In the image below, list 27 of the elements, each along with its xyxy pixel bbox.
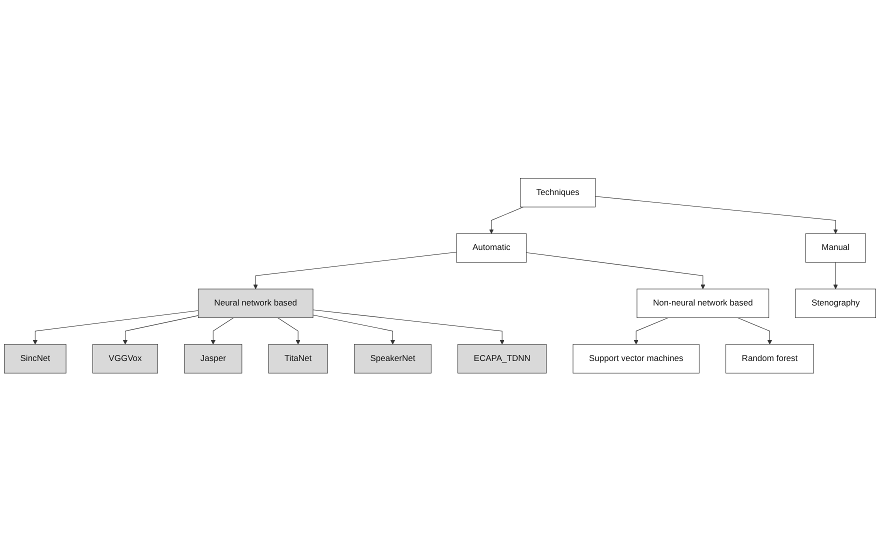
node-box: Manual <box>805 233 866 262</box>
node-box: ECAPA_TDNN <box>458 344 547 374</box>
node-box: Random forest <box>726 344 814 374</box>
node-box: Support vector machines <box>572 344 700 374</box>
arrow <box>595 196 838 234</box>
node-box: Stenography <box>795 288 876 318</box>
arrow <box>122 315 198 344</box>
arrow <box>312 309 504 344</box>
node-box: Neural network based <box>198 288 314 318</box>
node-box: SpeakerNet <box>354 344 432 374</box>
arrow <box>253 252 457 290</box>
arrow <box>489 206 524 234</box>
node-box: Techniques <box>520 178 596 208</box>
arrow <box>32 310 198 344</box>
arrow <box>526 252 706 290</box>
arrow <box>833 262 838 290</box>
arrow <box>312 314 396 344</box>
node-box: Jasper <box>184 344 242 374</box>
arrow <box>737 317 772 344</box>
node-box: VGGVox <box>92 344 158 374</box>
arrow <box>634 317 668 344</box>
node-box: SincNet <box>4 344 66 374</box>
arrow <box>210 317 234 344</box>
node-box: Non-neural network based <box>636 288 770 318</box>
node-box: TitaNet <box>268 344 328 374</box>
arrow <box>277 317 300 344</box>
node-box: Automatic <box>456 233 527 262</box>
